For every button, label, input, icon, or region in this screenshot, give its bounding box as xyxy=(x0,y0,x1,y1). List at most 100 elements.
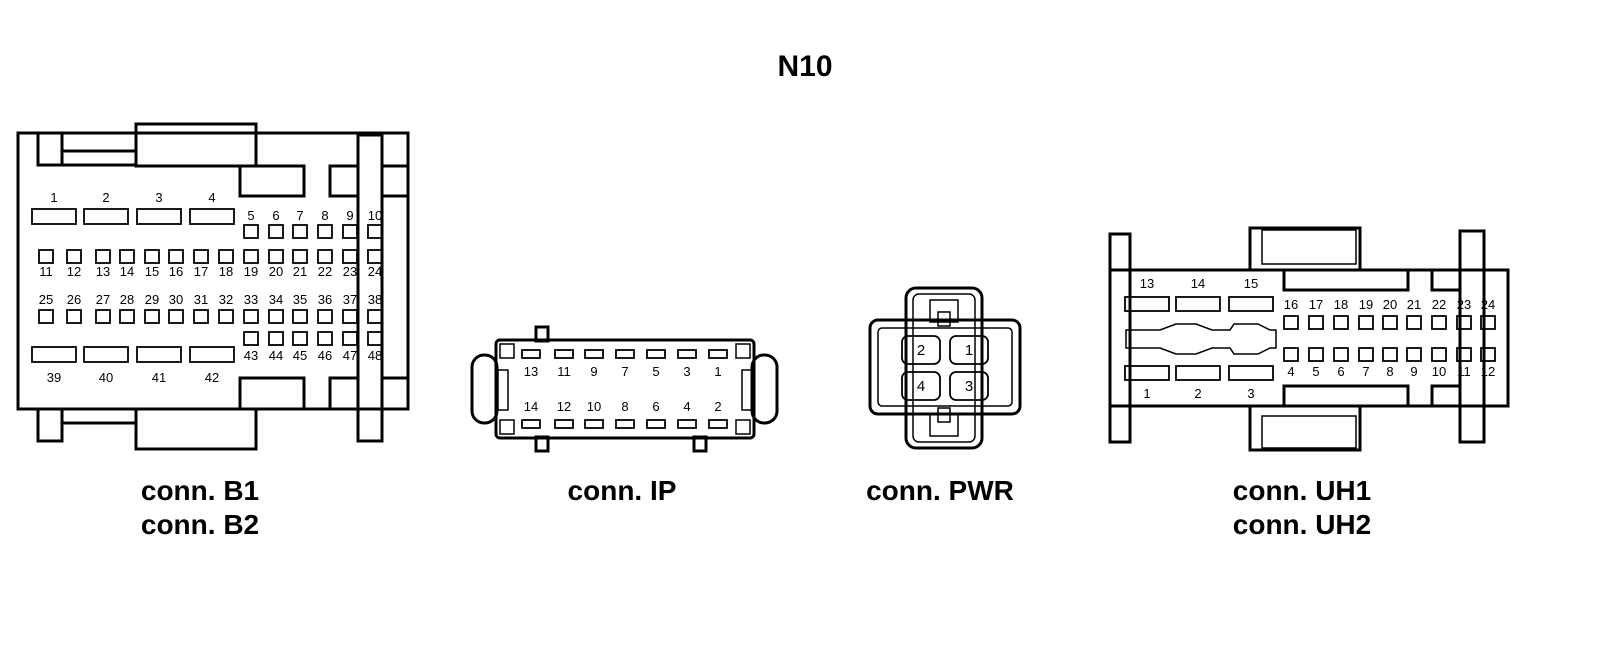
pin-number: 26 xyxy=(67,292,81,307)
connector-b-latch xyxy=(36,407,64,443)
connector-label-uh1: conn. UH1 xyxy=(1233,475,1371,506)
pin-cavity xyxy=(646,419,666,429)
pin-cavity xyxy=(243,224,259,239)
pin-cavity xyxy=(646,349,666,359)
connector-label-b1: conn. B1 xyxy=(141,475,259,506)
pin-cavity xyxy=(136,346,182,363)
pin-cavity xyxy=(1333,347,1349,362)
pin-cavity xyxy=(1456,315,1472,330)
pin-number: 8 xyxy=(1386,364,1393,379)
pin-number: 19 xyxy=(244,264,258,279)
pin-number: 40 xyxy=(99,370,113,385)
pin-number: 1 xyxy=(965,342,973,359)
pin-cavity xyxy=(367,309,383,324)
pin-cavity xyxy=(521,419,541,429)
pin-number: 28 xyxy=(120,292,134,307)
pin-cavity xyxy=(95,309,111,324)
pin-number: 4 xyxy=(917,378,925,395)
pin-cavity xyxy=(119,249,135,264)
pin-cavity xyxy=(1283,315,1299,330)
connector-label-uh2: conn. UH2 xyxy=(1233,509,1371,540)
pin-number: 41 xyxy=(152,370,166,385)
connector-b-top-key xyxy=(134,122,258,168)
connector-uh-bottom-key-inner xyxy=(1261,415,1357,449)
pin-number: 5 xyxy=(652,364,659,379)
pin-cavity xyxy=(317,331,333,346)
pin-number: 11 xyxy=(1457,364,1471,379)
connector-b-notch xyxy=(328,164,360,198)
connector-ip-corner xyxy=(735,419,751,435)
connector-pwr-top-lock xyxy=(929,299,959,323)
pin-number: 39 xyxy=(47,370,61,385)
connector-b-notch xyxy=(328,376,360,411)
pin-number: 3 xyxy=(1247,386,1254,401)
pin-cavity xyxy=(1228,365,1274,381)
pin-number: 16 xyxy=(169,264,183,279)
connector-pwr-bottom-lock xyxy=(929,413,959,437)
pin-cavity xyxy=(1308,315,1324,330)
pin-number: 46 xyxy=(318,348,332,363)
pin-cavity xyxy=(317,224,333,239)
pin-number: 22 xyxy=(1432,297,1446,312)
connector-b-rail xyxy=(60,149,138,167)
pin-cavity xyxy=(38,249,54,264)
pin-number: 43 xyxy=(244,348,258,363)
pin-cavity xyxy=(144,309,160,324)
pin-cavity xyxy=(1358,315,1374,330)
pin-cavity xyxy=(268,224,284,239)
pin-number: 2 xyxy=(1194,386,1201,401)
pin-number: 1 xyxy=(714,364,721,379)
pin-number: 24 xyxy=(368,264,382,279)
pin-number: 23 xyxy=(1457,297,1471,312)
pin-cavity xyxy=(31,208,77,225)
connector-ip-corner xyxy=(499,343,515,359)
pin-cavity xyxy=(136,208,182,225)
connector-pwr-face xyxy=(877,327,1013,407)
pin-number: 48 xyxy=(368,348,382,363)
pin-number: 29 xyxy=(145,292,159,307)
pin-cavity xyxy=(615,349,635,359)
pin-number: 12 xyxy=(1481,364,1495,379)
pin-cavity xyxy=(615,419,635,429)
pin-cavity xyxy=(1406,347,1422,362)
pin-number: 7 xyxy=(1362,364,1369,379)
pin-number: 10 xyxy=(368,208,382,223)
pin-number: 15 xyxy=(145,264,159,279)
pin-cavity xyxy=(1308,347,1324,362)
pin-number: 45 xyxy=(293,348,307,363)
connector-b-notch xyxy=(380,164,410,198)
pin-number: 18 xyxy=(219,264,233,279)
pin-number: 7 xyxy=(296,208,303,223)
connector-uh-ridge xyxy=(1282,384,1410,408)
pin-cavity xyxy=(342,249,358,264)
pin-number: 14 xyxy=(524,399,538,414)
pin-number: 47 xyxy=(343,348,357,363)
pin-number: 37 xyxy=(343,292,357,307)
pin-cavity xyxy=(38,309,54,324)
pin-number: 3 xyxy=(965,378,973,395)
pin-number: 9 xyxy=(1410,364,1417,379)
pin-number: 11 xyxy=(557,364,571,379)
connector-ip-side-lug xyxy=(470,353,499,425)
pin-number: 22 xyxy=(318,264,332,279)
pin-cavity xyxy=(292,331,308,346)
pin-cavity xyxy=(31,346,77,363)
connector-label-ip: conn. IP xyxy=(568,475,677,506)
connector-ip-corner xyxy=(735,343,751,359)
pin-number: 31 xyxy=(194,292,208,307)
pin-number: 42 xyxy=(205,370,219,385)
pin-number: 38 xyxy=(368,292,382,307)
pin-cavity xyxy=(1358,347,1374,362)
pin-cavity xyxy=(218,309,234,324)
pin-number: 25 xyxy=(39,292,53,307)
pin-cavity xyxy=(193,309,209,324)
pin-cavity xyxy=(1382,347,1398,362)
pin-cavity xyxy=(708,349,728,359)
connector-ip-body xyxy=(494,338,756,440)
pin-number: 13 xyxy=(96,264,110,279)
pin-cavity xyxy=(268,309,284,324)
pin-number: 9 xyxy=(346,208,353,223)
pin-number: 7 xyxy=(621,364,628,379)
pin-cavity xyxy=(66,249,82,264)
